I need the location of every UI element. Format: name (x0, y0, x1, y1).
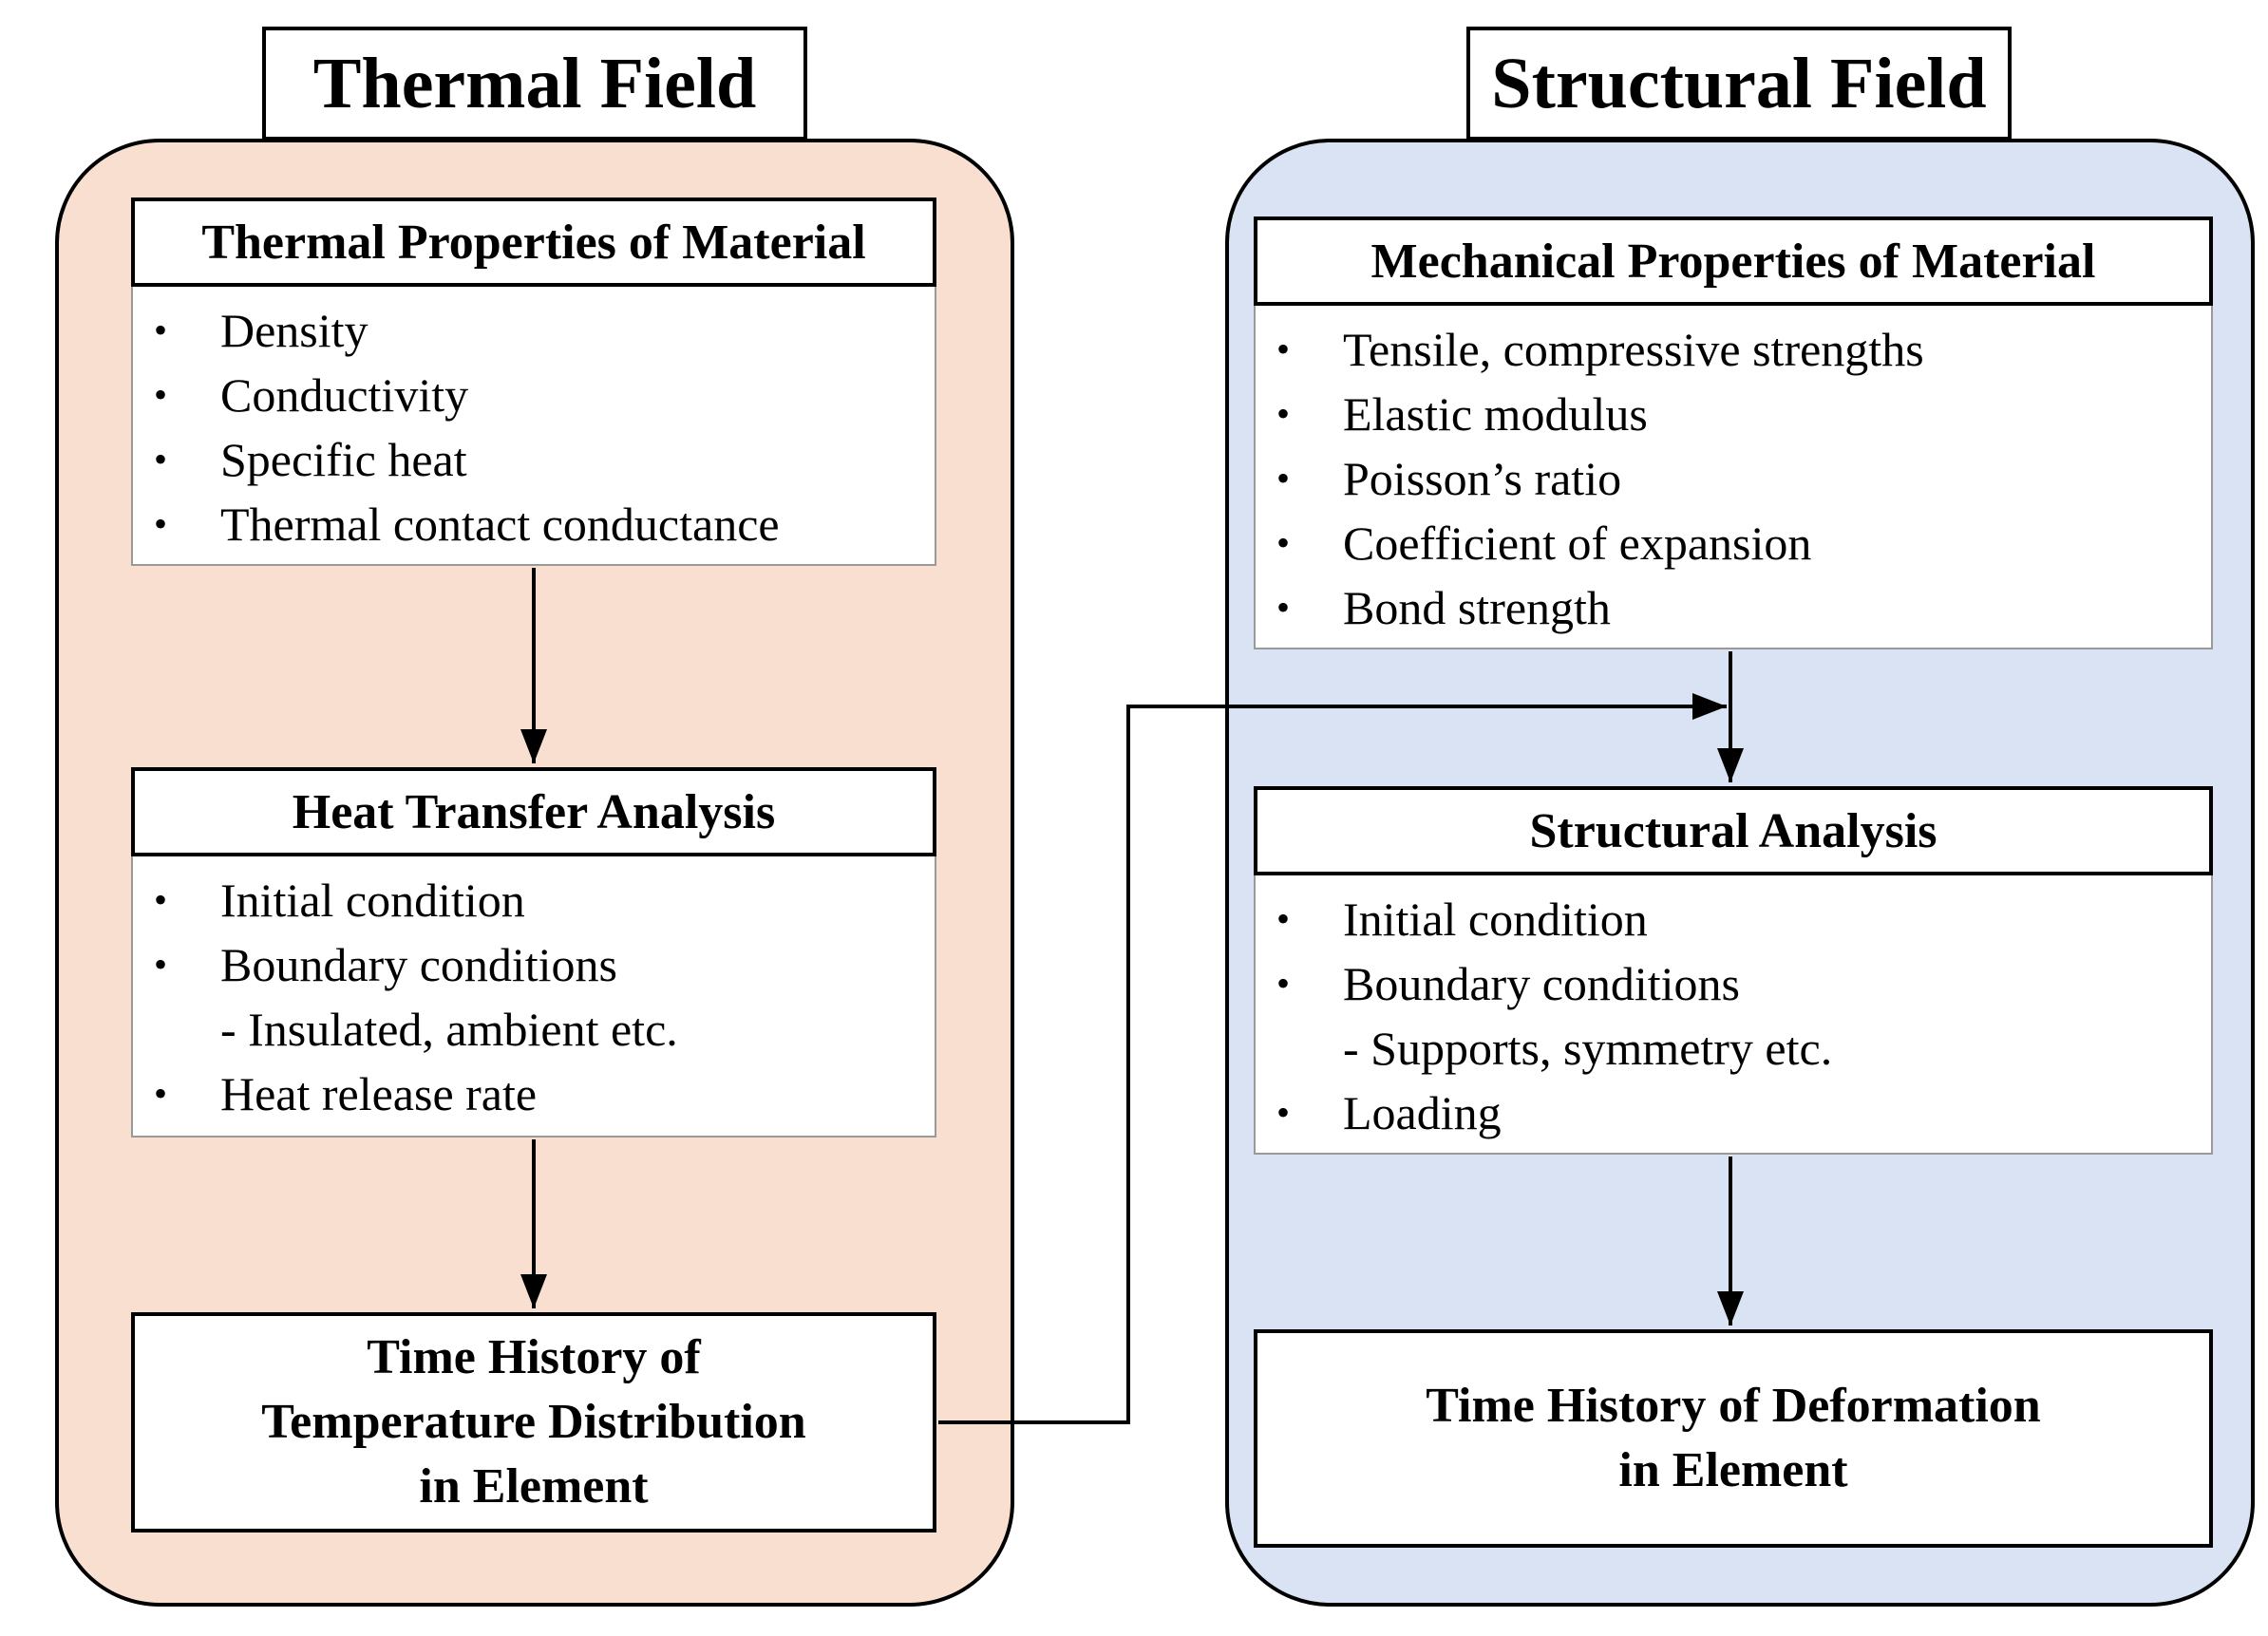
temperature-history-box: Time History of Temperature Distribution… (131, 1312, 936, 1533)
thermal-properties-box: Thermal Properties of Material • Density … (131, 197, 936, 566)
mechanical-properties-list: • Tensile, compressive strengths • Elastic… (1256, 306, 2211, 640)
temperature-history-line: in Element (419, 1459, 649, 1514)
mechanical-properties-box: Mechanical Properties of Material • Tensi… (1254, 216, 2213, 649)
heat-transfer-analysis-box: Heat Transfer Analysis • Initial conditio… (131, 767, 936, 1138)
list-item-text: Coefficient of expansion (1343, 517, 1812, 570)
list-item: • Specific heat (133, 427, 935, 492)
list-item-text: Tensile, compressive strengths (1343, 323, 1924, 376)
list-item-text: Thermal contact conductance (220, 498, 780, 551)
bullet-icon: • (154, 943, 168, 986)
list-item: • Heat release rate (133, 1062, 935, 1126)
list-item-text: Initial condition (1343, 893, 1648, 946)
list-item: • Initial condition (1256, 887, 2211, 951)
bullet-icon: • (154, 878, 168, 921)
bullet-icon: • (1276, 962, 1291, 1005)
list-subitem-text: - Supports, symmetry etc. (1343, 1022, 1833, 1075)
structural-analysis-box: Structural Analysis • Initial condition •… (1254, 786, 2213, 1155)
temperature-history-line: Time History of (367, 1330, 701, 1384)
bullet-icon: • (154, 309, 168, 351)
mechanical-properties-heading: Mechanical Properties of Material (1254, 216, 2213, 306)
bullet-icon: • (154, 502, 168, 545)
heat-transfer-heading: Heat Transfer Analysis (131, 767, 936, 856)
structural-analysis-list: •Initial condition •Boundary conditions … (1256, 875, 2211, 1145)
list-subitem: - Insulated, ambient etc. (133, 997, 935, 1062)
list-item-text: Boundary conditions (1343, 957, 1741, 1010)
list-item: • Boundary conditions (1256, 951, 2211, 1016)
list-item-text: Initial condition (220, 874, 525, 927)
bullet-icon: • (1276, 521, 1291, 564)
list-item-text: Conductivity (220, 368, 469, 422)
list-item-text: Specific heat (220, 433, 467, 486)
list-item-text: Poisson’s ratio (1343, 452, 1622, 505)
list-item-text: Density (220, 304, 369, 357)
deformation-history-box: Time History of Deformation in Element (1254, 1329, 2213, 1548)
deformation-history-line: in Element (1618, 1443, 1848, 1497)
bullet-icon: • (154, 438, 168, 480)
list-item-text: Bond strength (1343, 581, 1611, 634)
list-item-text: Boundary conditions (220, 938, 618, 991)
bullet-icon: • (1276, 1091, 1291, 1134)
thermal-field-title: Thermal Field (262, 27, 807, 141)
thermal-properties-heading: Thermal Properties of Material (131, 197, 936, 287)
bullet-icon: • (1276, 392, 1291, 435)
list-item: • Loading (1256, 1081, 2211, 1145)
list-item: • Density (133, 298, 935, 363)
bullet-icon: • (154, 1072, 168, 1115)
bullet-icon: • (154, 373, 168, 416)
arrow-temperature-to-structural (938, 693, 1727, 1424)
list-subitem: - Supports, symmetry etc. (1256, 1016, 2211, 1081)
temperature-history-line: Temperature Distribution (261, 1395, 806, 1449)
list-item: • Thermal contact conductance (133, 492, 935, 556)
list-item: • Poisson’s ratio (1256, 446, 2211, 511)
list-item: • Boundary conditions (133, 932, 935, 997)
list-item: • Coefficient of expansion (1256, 511, 2211, 575)
bullet-icon: • (1276, 586, 1291, 629)
list-subitem-text: - Insulated, ambient etc. (220, 1003, 678, 1056)
bullet-icon: • (1276, 457, 1291, 499)
thermal-properties-list: • Density • Conductivity • Specific heat • T… (133, 287, 935, 556)
heat-transfer-list: •Initial condition •Boundary conditions … (133, 856, 935, 1126)
deformation-history-line: Time History of Deformation (1426, 1379, 2041, 1433)
list-item: • Conductivity (133, 363, 935, 427)
structural-field-title: Structural Field (1466, 27, 2012, 141)
bullet-icon: • (1276, 328, 1291, 370)
list-item: • Tensile, compressive strengths (1256, 317, 2211, 382)
structural-analysis-heading: Structural Analysis (1254, 786, 2213, 875)
bullet-icon: • (1276, 897, 1291, 940)
list-item: • Bond strength (1256, 575, 2211, 640)
list-item-text: Elastic modulus (1343, 387, 1648, 441)
list-item: • Initial condition (133, 868, 935, 932)
list-item: • Elastic modulus (1256, 382, 2211, 446)
list-item-text: Heat release rate (220, 1067, 538, 1120)
list-item-text: Loading (1343, 1086, 1502, 1139)
